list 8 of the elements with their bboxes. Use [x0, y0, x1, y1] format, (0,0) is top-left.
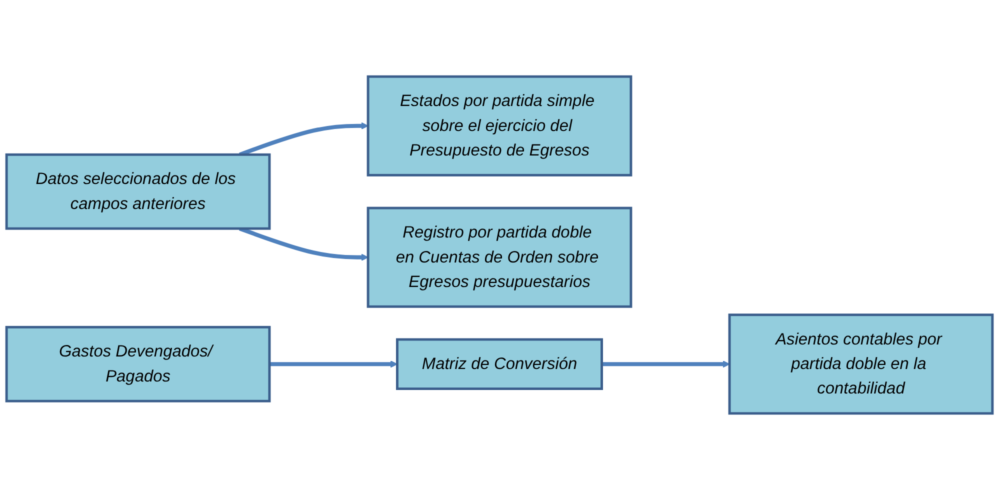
node-box: Estados por partida simple sobre el ejercicio del Presupuesto de Egresos	[366, 75, 632, 176]
node-box: Registro por partida doble en Cuentas de Orden sobre Egresos presupuestarios	[366, 206, 632, 308]
node-box: Asientos contables por partida doble en la contabilidad	[728, 314, 994, 415]
arrow	[269, 360, 398, 368]
arrow	[602, 360, 730, 368]
node-box: Gastos Devengados/ Pagados	[5, 326, 271, 402]
node-box: Matriz de Conversión	[396, 338, 603, 390]
node-box: Datos seleccionados de los campos anteriores	[5, 153, 271, 230]
